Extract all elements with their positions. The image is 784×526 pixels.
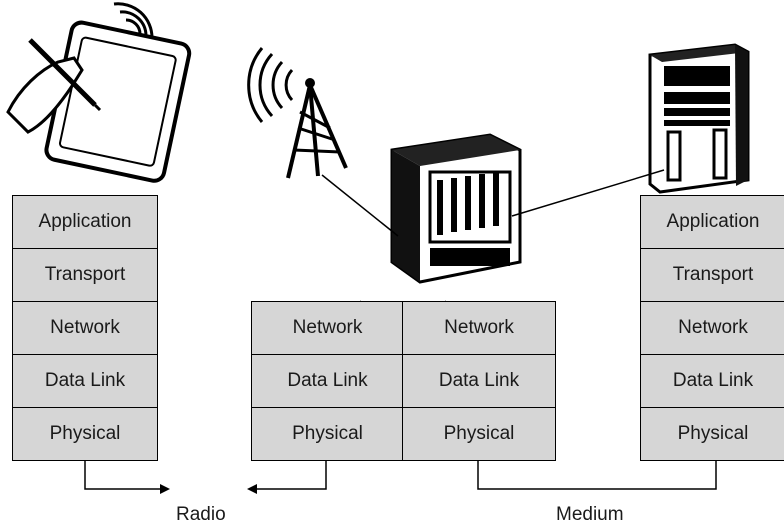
left-stack-transport: Transport — [12, 248, 158, 302]
left-stack-data-link: Data Link — [12, 354, 158, 408]
radio-path-left — [84, 461, 162, 490]
router-right-data-link: Data Link — [402, 354, 556, 408]
radio-label: Radio — [176, 504, 226, 525]
radio-path-right — [255, 461, 327, 490]
right-stack-network: Network — [640, 301, 784, 355]
right-stack-application: Application — [640, 195, 784, 249]
medium-label: Medium — [556, 504, 624, 525]
router-left-network: Network — [251, 301, 404, 355]
router-left-data-link: Data Link — [251, 354, 404, 408]
right-stack-transport: Transport — [640, 248, 784, 302]
tower-router-link — [321, 174, 399, 237]
router-left-physical: Physical — [251, 407, 404, 461]
medium-path — [477, 461, 717, 490]
tablet-stylus-icon — [6, 2, 192, 183]
router-server-link — [511, 169, 665, 217]
router-right-network: Network — [402, 301, 556, 355]
left-stack-network: Network — [12, 301, 158, 355]
right-stack-data-link: Data Link — [640, 354, 784, 408]
right-stack-physical: Physical — [640, 407, 784, 461]
left-stack-application: Application — [12, 195, 158, 249]
radio-tower-icon — [247, 47, 348, 179]
router-icon — [390, 133, 522, 284]
router-right-physical: Physical — [402, 407, 556, 461]
server-icon — [648, 43, 750, 194]
left-stack-physical: Physical — [12, 407, 158, 461]
